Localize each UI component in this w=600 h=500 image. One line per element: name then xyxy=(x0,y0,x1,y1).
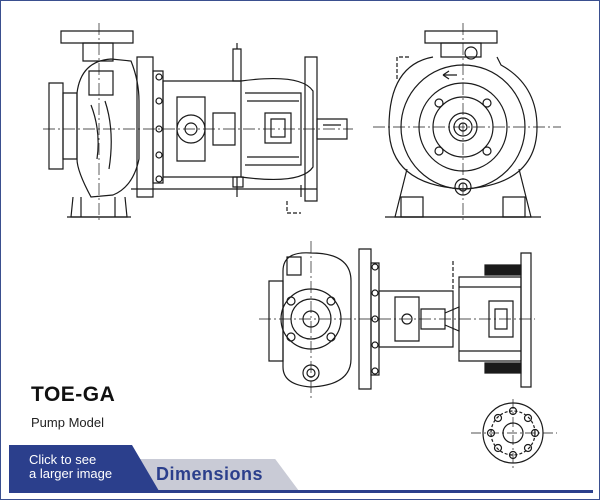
side-view-drawing xyxy=(43,23,353,223)
dimensions-tab[interactable]: Dimensions xyxy=(129,459,299,491)
front-view-drawing xyxy=(373,23,561,221)
enlarge-link-line2: a larger image xyxy=(29,466,113,481)
enlarge-link-line1: Click to see xyxy=(29,452,97,467)
enlarge-image-link[interactable]: Click to see a larger image xyxy=(9,445,159,491)
title-block: TOE-GA Pump Model xyxy=(31,383,115,430)
top-view-drawing xyxy=(259,241,535,399)
dimensions-tab-label: Dimensions xyxy=(156,464,264,484)
model-name: TOE-GA xyxy=(31,383,116,406)
flange-detail-drawing xyxy=(471,399,557,471)
model-subtitle: Pump Model xyxy=(31,415,104,430)
bottom-accent-bar xyxy=(9,490,593,493)
